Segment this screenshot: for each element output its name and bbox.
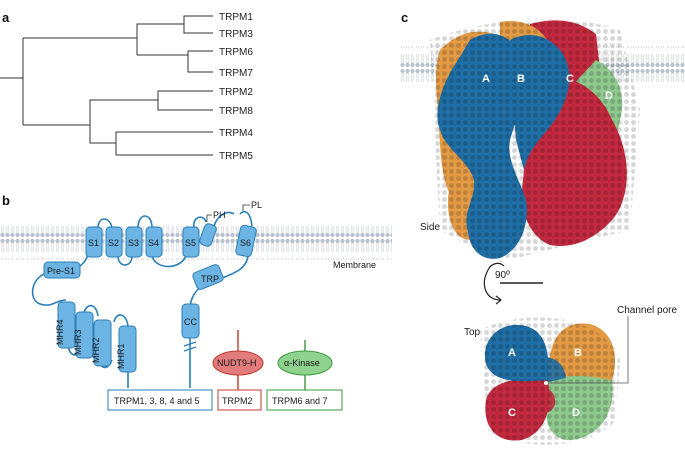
tree-upper-clade: [23, 15, 213, 73]
mhr3: MHR3: [73, 329, 83, 355]
pre-s1-domain: Pre-S1: [47, 266, 75, 276]
kinase-label: α-Kinase: [284, 358, 320, 368]
leaf-trpm5: TRPM5: [219, 151, 253, 162]
pl-label: PL: [251, 200, 262, 210]
side-label: Side: [420, 222, 440, 233]
channel-pore-label: Channel pore: [617, 305, 677, 316]
nudt9-label: NUDT9-H: [217, 358, 257, 368]
subunit-b-side: B: [517, 73, 525, 85]
side-view-structure: [430, 19, 640, 263]
leaf-trpm8: TRPM8: [219, 106, 253, 117]
subunit-a-top: A: [508, 347, 516, 359]
panel-c-letter: c: [401, 10, 408, 25]
rotation-label: 90º: [495, 270, 510, 281]
subunit-d-side: D: [605, 90, 613, 102]
helices: S1 S2 S3 S4 S5 S6: [85, 223, 257, 258]
panel-b-letter: b: [2, 193, 10, 208]
box-trpm2: TRPM2: [222, 396, 253, 406]
kinase-domain: [277, 350, 333, 376]
tree-lower-clade: [23, 90, 213, 156]
leaf-trpm3: TRPM3: [219, 29, 253, 40]
leaf-trpm4: TRPM4: [219, 128, 253, 139]
top-label: Top: [464, 327, 481, 338]
rotation-indicator: [483, 262, 543, 305]
subunit-b-top: B: [574, 347, 582, 359]
box-trpm6-7: TRPM6 and 7: [272, 396, 328, 406]
trp-domain: TRP: [201, 274, 219, 284]
subunit-d-top: D: [572, 407, 580, 419]
subunit-c-top: C: [508, 407, 516, 419]
box-trpm1-3-8-4-5: TRPM1, 3, 8, 4 and 5: [114, 396, 200, 406]
segment-s4: S4: [148, 238, 159, 248]
segment-s2: S2: [108, 238, 119, 248]
tree-root-top: [0, 38, 24, 79]
segment-s3: S3: [128, 238, 139, 248]
tree-leaves: TRPM1 TRPM3 TRPM6 TRPM7 TRPM2 TRPM8 TRPM…: [219, 12, 253, 162]
membrane-label: Membrane: [333, 260, 376, 270]
channel-pore-leader: [550, 316, 629, 384]
nudt9-domain: [212, 350, 264, 376]
top-view-structure: [480, 317, 620, 445]
leaf-trpm2: TRPM2: [219, 87, 253, 98]
leaf-trpm6: TRPM6: [219, 47, 253, 58]
subunit-c-side: C: [566, 73, 574, 85]
panel-a-letter: a: [2, 10, 10, 25]
phylogenetic-tree: [0, 15, 213, 156]
mhr1: MHR1: [116, 343, 126, 369]
mhr2: MHR2: [91, 337, 101, 363]
break-mark: [183, 341, 197, 352]
subfamily-boxes: TRPM1, 3, 8, 4 and 5 TRPM2 TRPM6 and 7: [107, 389, 343, 411]
leaf-trpm1: TRPM1: [219, 12, 253, 23]
segment-s1: S1: [88, 238, 99, 248]
cc-domain: CC: [184, 317, 197, 327]
ph-label: PH: [213, 210, 226, 220]
mhr4: MHR4: [55, 319, 65, 345]
leaf-trpm7: TRPM7: [219, 68, 253, 79]
segment-s6: S6: [240, 238, 251, 248]
segment-s5: S5: [185, 238, 196, 248]
mhr-domains: MHR4 MHR3 MHR2 MHR1: [55, 301, 137, 373]
pore-helix: [199, 223, 217, 247]
subunit-a-side: A: [482, 73, 490, 85]
